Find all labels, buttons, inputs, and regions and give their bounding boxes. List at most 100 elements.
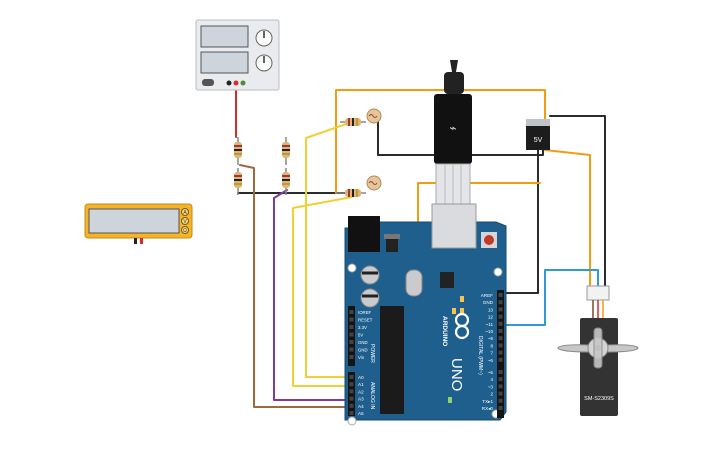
resistor-3[interactable]	[282, 137, 290, 165]
digital-pin[interactable]	[498, 357, 503, 362]
wire-black-right[interactable]	[549, 115, 606, 291]
analog-pin[interactable]	[349, 375, 354, 379]
analog-pin-label: A4	[358, 404, 364, 409]
multimeter-display	[88, 208, 180, 234]
analog-pin-label: A3	[358, 397, 364, 402]
power-pin[interactable]	[349, 347, 354, 352]
digital-pin-label: ~10	[485, 329, 493, 334]
resistor-ldr-2[interactable]	[336, 189, 366, 197]
analog-pin[interactable]	[349, 389, 354, 394]
wire-purple-a4[interactable]	[273, 189, 353, 401]
power-pin-label: GND	[358, 340, 368, 345]
mode-v-label: V	[183, 219, 187, 225]
analog-pin[interactable]	[349, 411, 354, 415]
mode-a-icon[interactable]	[181, 208, 189, 216]
digital-pin-label: ~5	[488, 370, 494, 375]
reset-button[interactable]	[484, 235, 494, 245]
power-pin[interactable]	[349, 355, 354, 359]
power-pin[interactable]	[349, 325, 354, 329]
mode-ohm-icon[interactable]	[181, 226, 189, 234]
wires	[235, 82, 606, 408]
arduino-model: UNO	[448, 358, 465, 391]
mode-v-icon[interactable]	[181, 217, 189, 225]
mode-ohm-label: Ω	[183, 228, 187, 234]
digital-pin[interactable]	[498, 336, 503, 341]
digital-pin[interactable]	[498, 377, 503, 382]
power-pin[interactable]	[349, 332, 354, 337]
wire-orange-top[interactable]	[335, 89, 546, 194]
digital-pin[interactable]	[498, 314, 503, 319]
digital-pin[interactable]	[498, 321, 503, 326]
power-pin[interactable]	[349, 340, 354, 344]
servo-label: SM-S2309S	[584, 396, 614, 402]
left-pins	[349, 310, 354, 415]
arduino-brand: ARDUINO	[441, 316, 448, 346]
digital-pin[interactable]	[498, 300, 503, 305]
digital-pin-label: ~9	[488, 336, 494, 341]
analog-pin[interactable]	[349, 403, 354, 408]
probe-red[interactable]	[140, 238, 143, 244]
digital-pin[interactable]	[498, 350, 503, 355]
crystal	[405, 269, 423, 297]
dc-jack	[348, 216, 380, 252]
digital-pin[interactable]	[498, 406, 503, 410]
analog-pin[interactable]	[349, 382, 354, 387]
probe-black[interactable]	[134, 238, 137, 244]
digital-pin[interactable]	[498, 391, 503, 396]
servo[interactable]: SM-S2309S	[557, 285, 639, 416]
multimeter[interactable]: A V Ω	[84, 203, 193, 244]
wire-yellow-a1[interactable]	[292, 196, 353, 387]
resistor-ldr-1[interactable]	[340, 118, 366, 126]
analog-header-label: ANALOG IN	[369, 382, 375, 410]
digital-pin-label: RX◂0	[482, 406, 494, 411]
digital-pin[interactable]	[498, 329, 503, 333]
digital-pin-label: 12	[488, 315, 494, 320]
power-pin-label: Vin	[358, 355, 365, 360]
resistors	[234, 118, 366, 197]
power-pin-label: 5V	[358, 333, 363, 338]
digital-pin[interactable]	[498, 370, 503, 374]
voltage-regulator[interactable]: 5V	[526, 119, 550, 150]
digital-pin-label: ~11	[486, 322, 494, 327]
regulator-label: 5V	[534, 137, 543, 144]
mode-a-label: A	[183, 210, 187, 216]
resistor-2[interactable]	[234, 168, 242, 195]
ps-display-bottom	[200, 51, 249, 74]
power-header-label: POWER	[369, 344, 375, 363]
wire-brown-a5[interactable]	[239, 164, 353, 408]
capacitor	[360, 265, 380, 285]
digital-pin[interactable]	[498, 293, 503, 297]
resistor-4[interactable]	[282, 168, 290, 195]
ps-display-top	[200, 25, 249, 48]
photoresistor-1[interactable]	[366, 108, 382, 124]
power-supply[interactable]	[195, 19, 280, 91]
digital-pin[interactable]	[498, 398, 503, 403]
led-on	[448, 397, 452, 403]
resistor-1[interactable]	[234, 137, 242, 165]
digital-pin-label: TX▸1	[482, 399, 493, 404]
ps-terminal-red[interactable]	[233, 80, 239, 86]
digital-pin[interactable]	[498, 307, 503, 312]
power-pin[interactable]	[349, 317, 354, 322]
digital-pin[interactable]	[498, 343, 503, 348]
digital-pin-label: 8	[490, 343, 493, 348]
atmega-chip	[380, 306, 404, 414]
power-pin[interactable]	[349, 310, 354, 314]
ps-terminal-black[interactable]	[226, 80, 232, 86]
analog-pin[interactable]	[349, 396, 354, 401]
wire-orange-right[interactable]	[544, 149, 591, 289]
wire-blue-servo[interactable]	[495, 269, 599, 326]
digital-pin[interactable]	[498, 384, 503, 389]
servo-connector[interactable]	[586, 285, 610, 301]
analog-pin-label: A0	[358, 375, 364, 380]
digital-pin-label: 13	[488, 307, 494, 312]
photoresistor-2[interactable]	[366, 175, 382, 191]
wire-yellow-a0[interactable]	[305, 121, 353, 378]
usb-cable[interactable]: ⌁	[434, 60, 472, 205]
digital-pin-label: 2	[490, 392, 493, 397]
ps-terminal-green[interactable]	[240, 80, 246, 86]
digital-pin-label: GND	[483, 300, 494, 305]
